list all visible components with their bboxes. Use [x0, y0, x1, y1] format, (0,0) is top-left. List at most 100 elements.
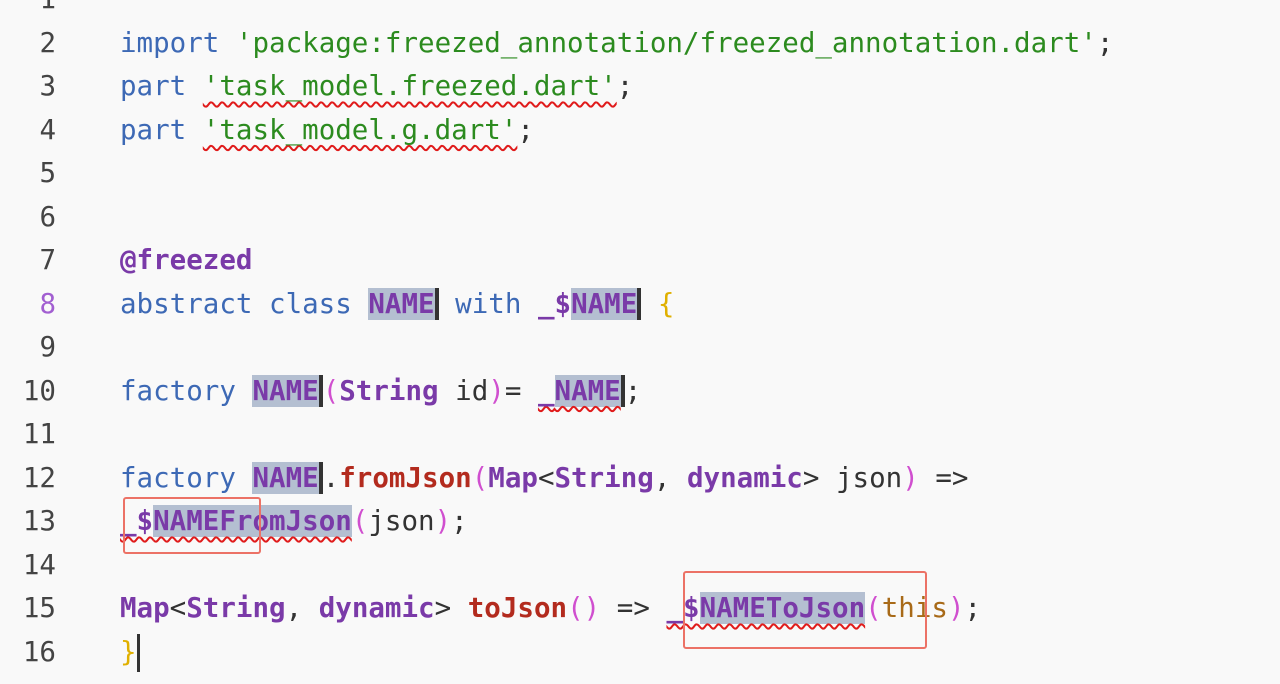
code-token: dynamic	[686, 461, 803, 494]
code-line[interactable]: 16}	[0, 631, 1280, 675]
line-number: 4	[39, 113, 56, 146]
code-token: >	[434, 592, 468, 624]
line-number: 8	[39, 287, 56, 320]
code-token: Map	[488, 461, 538, 494]
code-line[interactable]: 6	[0, 196, 1280, 240]
code-token: Map	[120, 592, 170, 624]
code-token: ,	[653, 461, 687, 494]
code-token: (	[471, 461, 489, 494]
code-token: part	[120, 113, 203, 146]
code-content: import 'package:freezed_annotation/freez…	[120, 22, 1113, 66]
line-number: 1	[0, 0, 56, 22]
snippet-placeholder[interactable]: NAME	[252, 374, 323, 407]
line-number: 9	[39, 331, 56, 363]
code-token: abstract	[120, 287, 270, 320]
code-token: ;	[1096, 26, 1114, 59]
code-token: dynamic	[318, 592, 435, 624]
code-token: 'task_model.freezed.dart'	[202, 70, 617, 102]
code-token: _$	[537, 287, 572, 320]
code-token: =	[504, 374, 538, 407]
code-line[interactable]: 1	[0, 0, 1280, 22]
code-line[interactable]: 3 part 'task_model.freezed.dart';	[0, 65, 1280, 109]
code-line[interactable]: 13_$NAMEFromJson(json);	[0, 500, 1280, 544]
code-token: =>	[918, 461, 969, 494]
snippet-placeholder[interactable]: NAMEFromJson	[153, 505, 352, 537]
code-content: part 'task_model.freezed.dart';	[120, 65, 633, 109]
code-token: ;	[624, 374, 642, 407]
code-content: @freezed	[120, 239, 252, 283]
code-token: {	[641, 287, 675, 320]
code-token: <	[537, 461, 555, 494]
line-number: 2	[39, 26, 56, 59]
code-token: 'task_model.g.dart'	[202, 113, 518, 146]
snippet-placeholder[interactable]: NAME	[368, 287, 439, 320]
code-token: _$	[666, 592, 700, 624]
code-line[interactable]: 10 factory NAME(String id)= _NAME;	[0, 370, 1280, 414]
code-token: class	[269, 287, 369, 320]
code-token: )	[947, 592, 965, 624]
code-token: }	[120, 635, 137, 668]
snippet-placeholder[interactable]: NAME	[554, 374, 625, 407]
snippet-placeholder[interactable]: NAME	[252, 461, 323, 494]
line-number: 12	[22, 461, 56, 494]
code-token: =>	[600, 592, 667, 624]
line-number: 3	[39, 70, 56, 102]
code-token: > json	[802, 461, 903, 494]
code-content: Map<String, dynamic> toJson() => _$NAMET…	[120, 587, 981, 631]
code-token: ;	[964, 592, 982, 624]
line-number: 5	[39, 157, 56, 189]
code-token: String	[339, 374, 439, 407]
code-token: toJson	[467, 592, 568, 624]
code-token: id	[438, 374, 489, 407]
code-line[interactable]: 14	[0, 544, 1280, 588]
code-token: json	[368, 505, 435, 537]
code-token: _$	[120, 505, 154, 537]
code-token: ;	[616, 70, 634, 102]
code-token: _	[537, 374, 555, 407]
code-token: String	[186, 592, 286, 624]
line-number: 7	[39, 244, 56, 276]
code-token: )	[902, 461, 919, 494]
code-token: this	[881, 592, 948, 624]
code-token: part	[120, 70, 203, 102]
code-content: abstract class NAME with _$NAME {	[120, 283, 674, 327]
line-number: 11	[22, 418, 56, 450]
line-number: 15	[22, 592, 56, 624]
code-token: ,	[285, 592, 319, 624]
line-number: 14	[22, 548, 56, 581]
line-number: 6	[39, 200, 56, 233]
code-content: factory NAME(String id)= _NAME;	[120, 370, 641, 414]
code-token: import	[120, 26, 236, 59]
code-line[interactable]: 2 import 'package:freezed_annotation/free…	[0, 22, 1280, 66]
code-line[interactable]: 5	[0, 152, 1280, 196]
code-token: ;	[517, 113, 534, 146]
snippet-placeholder[interactable]: NAME	[571, 287, 642, 320]
code-token: ()	[567, 592, 601, 624]
code-token: .	[322, 461, 340, 494]
code-content: factory NAME.fromJson(Map<String, dynami…	[120, 457, 968, 501]
code-token: 'package:freezed_annotation/freezed_anno…	[235, 26, 1097, 59]
line-number: 16	[22, 635, 56, 668]
code-content: part 'task_model.g.dart';	[120, 109, 534, 153]
code-token: ;	[451, 505, 468, 537]
code-content: _$NAMEFromJson(json);	[120, 500, 468, 544]
code-token: )	[434, 505, 452, 537]
code-line[interactable]: 8 abstract class NAME with _$NAME {	[0, 283, 1280, 327]
code-token: String	[554, 461, 654, 494]
code-line[interactable]: 11	[0, 413, 1280, 457]
snippet-placeholder[interactable]: NAMEToJson	[699, 592, 866, 624]
code-token: <	[169, 592, 187, 624]
code-line[interactable]: 12 factory NAME.fromJson(Map<String, dyna…	[0, 457, 1280, 501]
code-line[interactable]: 7 @freezed	[0, 239, 1280, 283]
code-token: (	[351, 505, 369, 537]
code-line[interactable]: 4 part 'task_model.g.dart';	[0, 109, 1280, 153]
line-number: 10	[22, 374, 56, 407]
text-cursor	[136, 633, 140, 672]
code-token: (	[865, 592, 882, 624]
code-token: @freezed	[120, 244, 253, 276]
code-token: (	[322, 374, 340, 407]
code-token: fromJson	[339, 461, 472, 494]
code-line[interactable]: 9	[0, 326, 1280, 370]
